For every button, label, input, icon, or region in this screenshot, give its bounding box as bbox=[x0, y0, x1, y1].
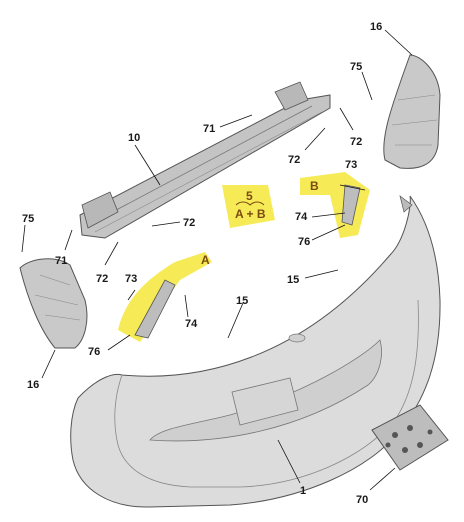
label-15a: 15 bbox=[287, 274, 299, 286]
label-76a: 76 bbox=[298, 236, 310, 248]
label-72d: 72 bbox=[96, 273, 108, 285]
highlight-labels: B A 5 A + B bbox=[201, 179, 319, 267]
label-73b: 73 bbox=[125, 273, 137, 285]
label-16a: 16 bbox=[370, 21, 382, 33]
label-73a: 73 bbox=[345, 159, 357, 171]
fastener-kit-box bbox=[371, 404, 449, 471]
brace-icon bbox=[235, 201, 265, 206]
label-72c: 72 bbox=[183, 217, 195, 229]
label-a: A bbox=[201, 253, 210, 267]
label-74a: 74 bbox=[295, 211, 308, 223]
label-16b: 16 bbox=[27, 379, 39, 391]
guide-b-highlight bbox=[300, 172, 370, 238]
label-71b: 71 bbox=[55, 255, 67, 267]
label-15b: 15 bbox=[236, 295, 248, 307]
leader-lines bbox=[21, 29, 413, 491]
guide-a-highlight bbox=[118, 252, 212, 342]
rear-bumper-cover bbox=[70, 195, 441, 508]
label-1: 1 bbox=[300, 485, 306, 497]
label-74b: 74 bbox=[185, 318, 198, 330]
right-side-bracket bbox=[383, 54, 441, 169]
label-72a: 72 bbox=[350, 136, 362, 148]
label-10: 10 bbox=[128, 132, 140, 144]
left-side-bracket bbox=[19, 258, 88, 349]
label-group-5: 5 bbox=[246, 189, 253, 203]
label-72b: 72 bbox=[288, 154, 300, 166]
label-b: B bbox=[310, 179, 319, 193]
label-76b: 76 bbox=[88, 346, 100, 358]
bumper-reinforcement-bar bbox=[79, 81, 331, 239]
label-group-formula: A + B bbox=[235, 207, 266, 221]
label-71a: 71 bbox=[203, 123, 215, 135]
part-labels: 16 75 71 72 72 10 73 74 76 75 71 72 72 7… bbox=[22, 21, 382, 506]
group-5-highlight bbox=[222, 185, 275, 228]
label-75b: 75 bbox=[22, 213, 34, 225]
label-70: 70 bbox=[356, 494, 368, 506]
label-75a: 75 bbox=[350, 61, 362, 73]
